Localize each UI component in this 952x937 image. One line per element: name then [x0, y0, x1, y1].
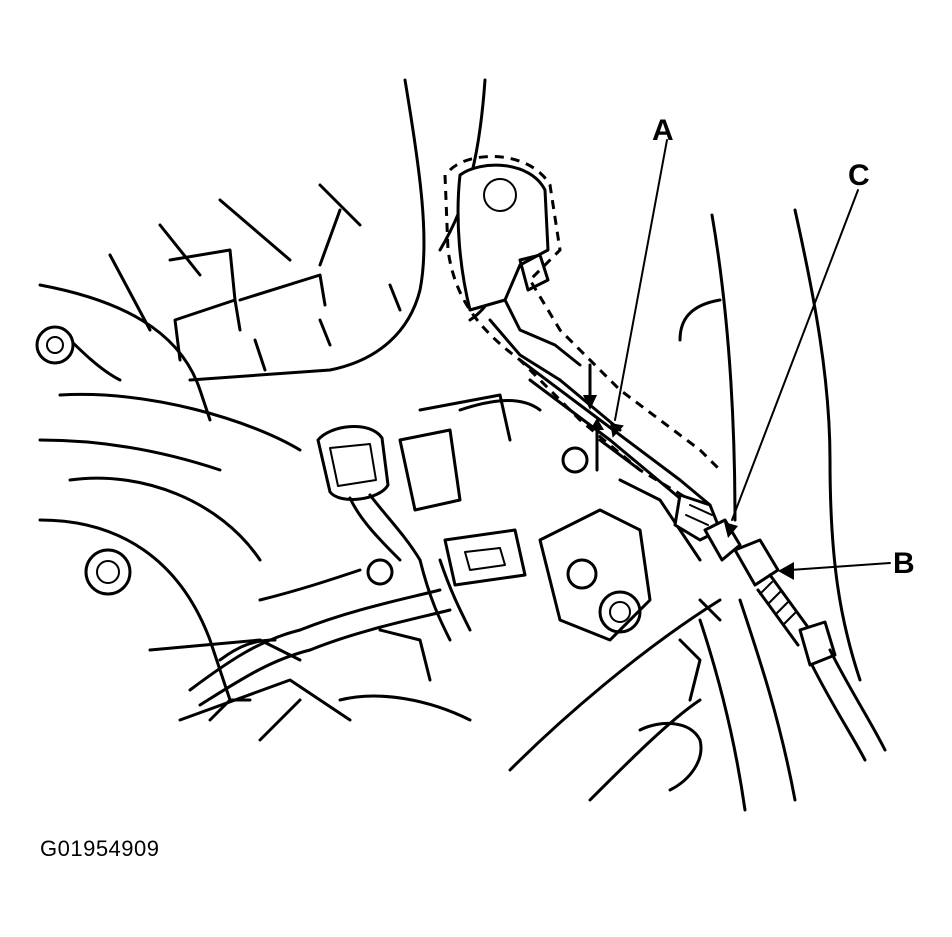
leader-lines	[610, 139, 891, 580]
transmission-housing	[38, 476, 722, 802]
intake-manifold	[38, 78, 506, 472]
figure-code: G01954909	[40, 836, 160, 861]
cable-adjuster	[673, 493, 780, 587]
leader-line-a	[614, 139, 668, 421]
leader-line-b	[789, 562, 891, 571]
left-bolts	[35, 325, 642, 634]
actuator-block	[398, 393, 542, 587]
wiring-harness	[188, 558, 472, 722]
electrical-connector	[316, 425, 422, 562]
callout-c: C	[848, 159, 870, 192]
cable-sheath	[756, 573, 887, 762]
cable-bracket	[443, 155, 722, 502]
leader-line-c	[731, 189, 859, 521]
callout-b: B	[893, 547, 915, 580]
right-contours	[678, 208, 862, 812]
callout-a: A	[652, 114, 674, 147]
